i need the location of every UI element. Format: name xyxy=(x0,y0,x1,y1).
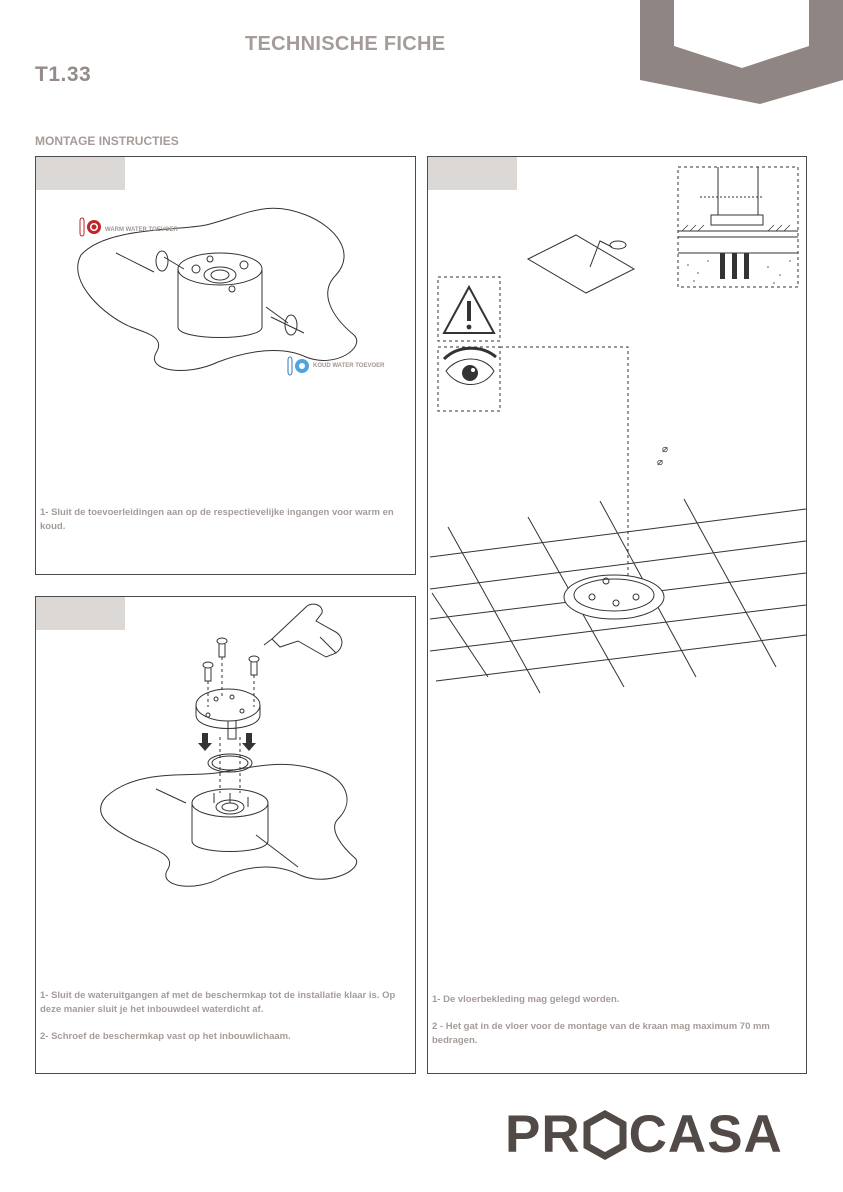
panel1-step1-text: 1- Sluit de toevoerleidingen aan op de r… xyxy=(40,507,394,532)
section-heading: MONTAGE INSTRUCTIES xyxy=(35,134,179,148)
logo-hexagon-icon xyxy=(583,1109,627,1160)
corner-tab-graphic xyxy=(640,0,843,104)
panel-step-connect: WARM WATER TOEVOER KOUD WATER TOEVOER 1-… xyxy=(35,156,416,575)
panel2-step2-text: 2- Schroef de beschermkap vast op het in… xyxy=(40,1031,291,1042)
panel-step-floor: ⌀ ⌀ 1- De vloerbekleding mag gelegd word… xyxy=(427,156,807,1074)
diameter-symbol: ⌀ xyxy=(662,444,669,455)
floor-illustration xyxy=(429,166,807,694)
panel2-step1-text: 1- Sluit de wateruitgangen af met de bes… xyxy=(40,990,396,1015)
panel3-step2-text: 2 - Het gat in de vloer voor de montage … xyxy=(432,1021,770,1046)
connection-illustration xyxy=(77,207,357,376)
document-title: TECHNISCHE FICHE xyxy=(245,33,446,55)
cap-illustration xyxy=(100,603,358,887)
panel-tab xyxy=(36,157,125,190)
warm-water-label: WARM WATER TOEVOER xyxy=(105,227,178,233)
panel-tab xyxy=(428,157,517,190)
logo-text-casa: CASA xyxy=(628,1105,783,1164)
panel-tab xyxy=(36,597,125,630)
document-code: T1.33 xyxy=(35,63,92,86)
panel-step-cap: 1- Sluit de wateruitgangen af met de bes… xyxy=(35,596,416,1074)
cold-water-label: KOUD WATER TOEVOER xyxy=(313,363,385,369)
procasa-logo: PR CASA xyxy=(505,1104,783,1165)
panel3-step1-text: 1- De vloerbekleding mag gelegd worden. xyxy=(432,994,620,1005)
logo-text-pr: PR xyxy=(505,1105,581,1164)
diameter-symbol: ⌀ xyxy=(657,457,664,468)
